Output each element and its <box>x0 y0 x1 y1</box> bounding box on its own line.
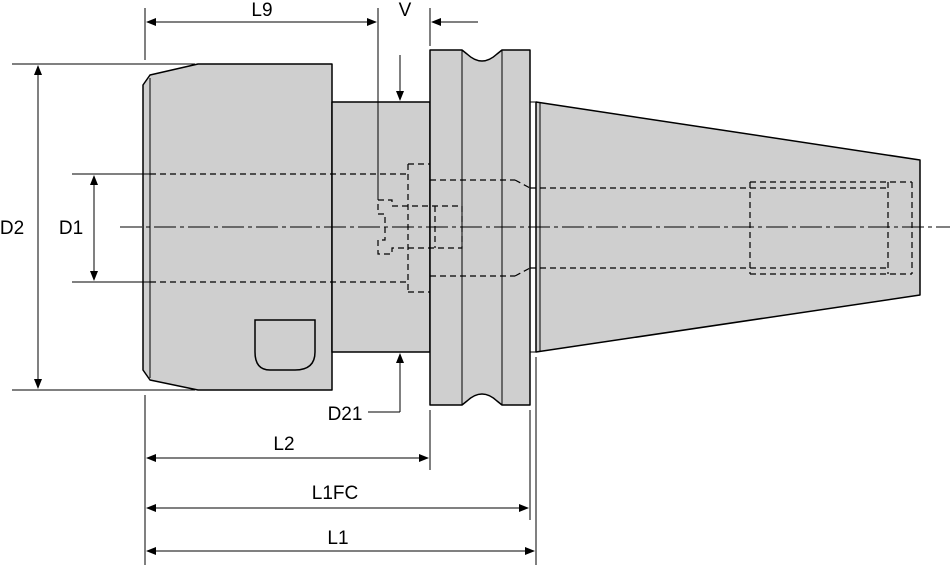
key-slot <box>254 319 316 371</box>
label-l1: L1 <box>327 528 348 549</box>
hidden-lines <box>150 163 913 293</box>
shank-neck <box>331 101 431 353</box>
label-l9: L9 <box>251 0 272 21</box>
dimension-labels: L9 V D2 D1 D21 L2 L1FC L1 <box>0 0 412 549</box>
label-v: V <box>399 0 412 21</box>
label-d2: D2 <box>0 218 24 239</box>
dimension-lines <box>12 8 537 565</box>
label-l2: L2 <box>273 434 294 455</box>
label-d1: D1 <box>59 218 83 239</box>
label-l1fc: L1FC <box>312 483 358 504</box>
label-d21: D21 <box>328 404 363 425</box>
